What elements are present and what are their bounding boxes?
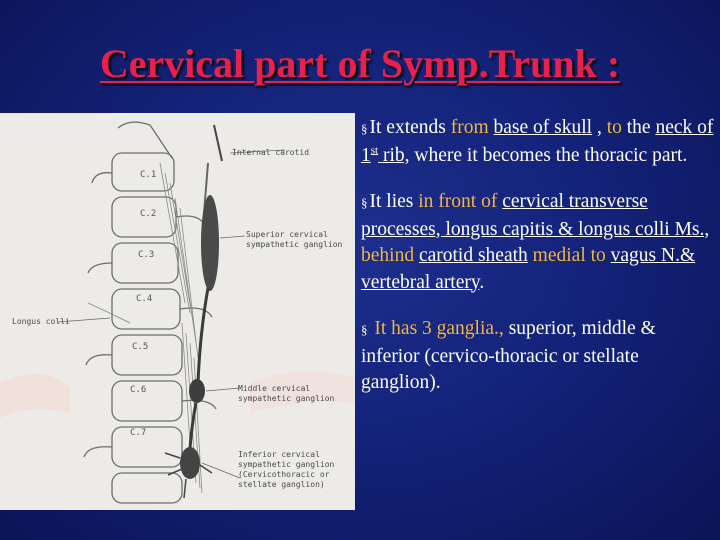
vertebra-label-c3: C.3	[138, 250, 154, 260]
middle-cervical-ganglion	[189, 379, 205, 403]
label-inferior-ganglion-1: Inferior cervical	[238, 450, 320, 459]
superior-cervical-ganglion	[201, 195, 219, 291]
vertebra-label-c1: C.1	[140, 170, 156, 180]
bullet-marker: §	[361, 121, 368, 136]
label-middle-ganglion-2: sympathetic ganglion	[238, 394, 335, 403]
bullet-marker: §	[361, 322, 368, 337]
vertebra-label-c2: C.2	[140, 209, 156, 219]
bullet-list: §It extends from base of skull , to the …	[361, 115, 715, 417]
vertebra-label-c7: C.7	[130, 428, 146, 438]
bullet-extent: §It extends from base of skull , to the …	[361, 117, 714, 166]
label-longus-colli: Longus colli	[12, 317, 70, 326]
label-middle-ganglion-1: Middle cervical	[238, 384, 310, 393]
sympathetic-trunk-diagram: C.1 C.2 C.3 C.4 C.5 C.6 C.7 Internal car…	[0, 113, 355, 510]
vertebra-label-c5: C.5	[132, 342, 148, 352]
vertebra-label-c4: C.4	[136, 294, 152, 304]
longus-colli-muscle	[87, 162, 203, 494]
slide-title: Cervical part of Symp.Trunk :	[99, 41, 621, 86]
label-superior-ganglion-2: sympathetic ganglion	[246, 240, 343, 249]
label-inferior-ganglion-3: (Cervicothoracic or	[238, 470, 330, 479]
label-superior-ganglion-1: Superior cervical	[246, 230, 328, 239]
label-inferior-ganglion-2: sympathetic ganglion	[238, 460, 335, 469]
vertebra-label-c6: C.6	[130, 385, 146, 395]
label-inferior-ganglion-4: stellate ganglion)	[238, 480, 325, 489]
bullet-relations: §It lies in front of cervical transverse…	[361, 191, 710, 293]
inferior-cervical-ganglion	[180, 447, 200, 479]
sympathetic-trunk	[164, 124, 223, 499]
bullet-marker: §	[361, 195, 368, 210]
bullet-ganglia: § It has 3 ganglia., superior, middle & …	[361, 318, 656, 393]
label-internal-carotid: Internal carotid	[232, 148, 309, 157]
vertebral-column	[83, 121, 217, 504]
